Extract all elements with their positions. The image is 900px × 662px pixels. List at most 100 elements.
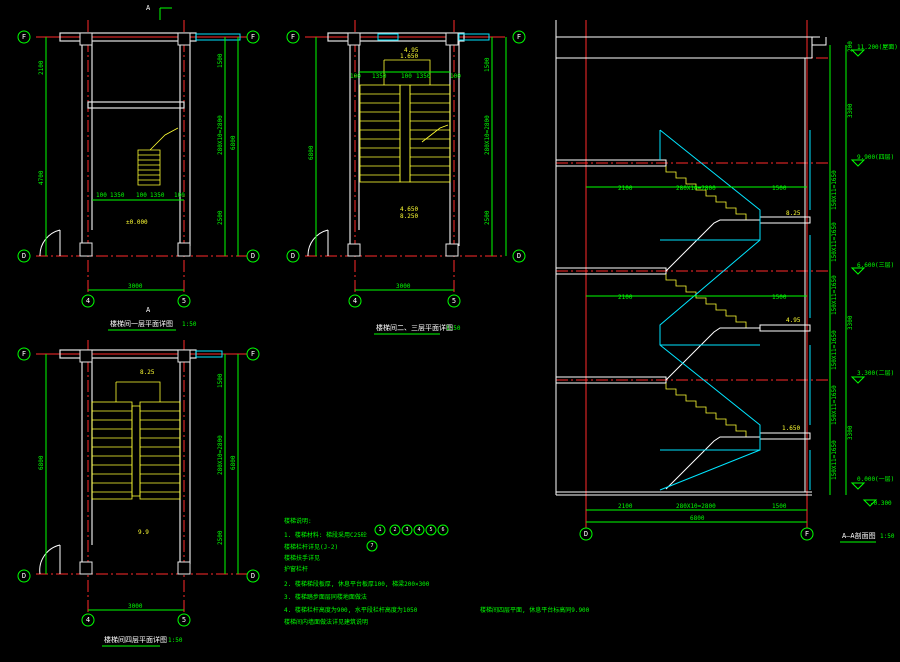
dim-text: 3300 — [847, 315, 854, 330]
axis-bubble — [81, 294, 95, 308]
detail-bubble-label: 7 — [370, 543, 373, 549]
elevation-text: 3.300(二层) — [857, 370, 894, 377]
stair-well — [131, 405, 141, 497]
landing-elevation: 4.95 — [786, 317, 801, 324]
axis-bubble — [17, 569, 31, 583]
stair-flights — [91, 381, 181, 500]
column — [177, 242, 191, 257]
axis-bubble — [512, 30, 526, 44]
elevation-label: 8.250 — [400, 213, 418, 220]
detail-bubble — [401, 524, 413, 536]
axis-bubble — [17, 249, 31, 263]
axis-bubble-label: 4 — [86, 616, 90, 624]
dim-text: 3000 — [128, 283, 143, 290]
dim-text: 1500 — [772, 503, 787, 510]
elevation-text: 0.000(一层) — [857, 476, 894, 483]
dim-text: 3300 — [847, 103, 854, 118]
stair-flight — [665, 383, 760, 438]
axis-bubble — [286, 249, 300, 263]
axis-bubble-label: F — [251, 350, 255, 358]
elevation-label: 1.650 — [400, 53, 418, 60]
entrance-door — [39, 229, 61, 257]
window — [195, 33, 241, 41]
dim-text: 280X10=2800 — [484, 115, 491, 155]
axis-bubble — [17, 30, 31, 44]
axis-bubble-label: 5 — [452, 297, 456, 305]
window — [458, 33, 490, 41]
plan-scale: 1:50 — [168, 637, 183, 644]
elevation-label: 8.25 — [140, 369, 155, 376]
detail-bubble-label: 3 — [405, 527, 408, 533]
axis-bubble-label: D — [517, 252, 521, 260]
stair-flight — [665, 166, 760, 221]
notes-line: 3. 楼梯踏步面层同楼地面做法 — [284, 593, 367, 601]
notes-line: 楼梯间内墙面做法详见建筑说明 — [284, 618, 368, 626]
dim-text: 150X11=1650 — [831, 440, 838, 480]
axis-bubble — [177, 613, 191, 627]
elevation-markers: 11.200(屋面) 9.900(四层) 6.600(三层) 3.300(二层)… — [850, 44, 898, 507]
dim-text: 1350 — [110, 192, 125, 199]
axis-bubble — [579, 527, 593, 541]
notes-line: 1. 楼梯材料: 梯段采用C25砼 — [284, 531, 367, 539]
column — [445, 32, 459, 46]
column — [79, 32, 93, 46]
notes-line: 护窗栏杆 — [284, 565, 308, 573]
dim-text: 6800 — [308, 145, 315, 160]
parapet — [811, 37, 827, 58]
dim-text: 2100 — [618, 185, 633, 192]
landing-slab — [759, 432, 811, 440]
notes-heading: 楼梯说明: — [284, 517, 312, 525]
dim-text: 1500 — [217, 373, 224, 388]
elev-symbol — [850, 159, 866, 167]
railing-outline — [659, 130, 760, 451]
plan-title: 楼梯间四层平面详图 — [104, 635, 167, 644]
axis-bubble-label: 5 — [182, 297, 186, 305]
dim-text: 280X10=2800 — [217, 435, 224, 475]
detail-bubble-label: 2 — [393, 527, 396, 533]
axis-bubble — [246, 249, 260, 263]
dim-text: 150X11=1650 — [831, 330, 838, 370]
axis-bubble — [81, 613, 95, 627]
dim-text: 100 — [450, 73, 461, 80]
dim-text: 100 — [350, 73, 361, 80]
elev-symbol — [850, 376, 866, 384]
entrance-door — [39, 544, 61, 575]
dim-text: 150X11=1650 — [831, 222, 838, 262]
dim-text: 2100 — [618, 294, 633, 301]
axis-bubble-label: D — [22, 252, 26, 260]
axis-bubble-label: F — [22, 350, 26, 358]
dim-text: 1350 — [150, 192, 165, 199]
notes-line: 楼梯栏杆详见(J-2) — [284, 543, 338, 551]
dim-text: 2500 — [484, 210, 491, 225]
axis-bubble-label: D — [251, 572, 255, 580]
axis-bubble-label: 5 — [182, 616, 186, 624]
section-mark: A — [146, 306, 151, 314]
axis-bubble-label: D — [22, 572, 26, 580]
detail-bubble — [366, 540, 378, 552]
dim-text: 150X11=1650 — [831, 275, 838, 315]
dim-text: 100 — [136, 192, 147, 199]
dim-text: 100 — [401, 73, 412, 80]
stair-flight — [665, 274, 760, 329]
dim-text: 3300 — [847, 425, 854, 440]
dim-text: 6800 — [230, 135, 237, 150]
notes-line: 2. 楼梯梯段板厚, 休息平台板厚100, 梯梁200×300 — [284, 580, 430, 588]
dim-text: 6800 — [230, 455, 237, 470]
stair-flight-right — [409, 84, 451, 183]
detail-bubble — [437, 524, 449, 536]
axis-bubble-label: F — [22, 33, 26, 41]
plan-title: 楼梯间一层平面详图 — [110, 319, 173, 328]
elev-symbol — [850, 267, 866, 275]
axis-bubble-label: F — [251, 33, 255, 41]
landing-slab — [759, 216, 811, 224]
notes-line: 4. 楼梯栏杆高度为900, 水平段栏杆高度为1050 — [284, 606, 418, 614]
stair-flight-left — [91, 401, 133, 500]
landing-elevation: 8.25 — [786, 210, 801, 217]
elevation-text: -0.300 — [870, 500, 892, 507]
wall-top — [327, 32, 465, 42]
section-a-a: 2100 280X10=2800 1500 6800 2100 280X10=2… — [555, 20, 898, 543]
plan-title: 楼梯间二、三层平面详图 — [376, 323, 453, 332]
railing-outline — [659, 129, 761, 491]
detail-bubble — [374, 524, 386, 536]
axis-bubble-label: D — [584, 530, 588, 538]
